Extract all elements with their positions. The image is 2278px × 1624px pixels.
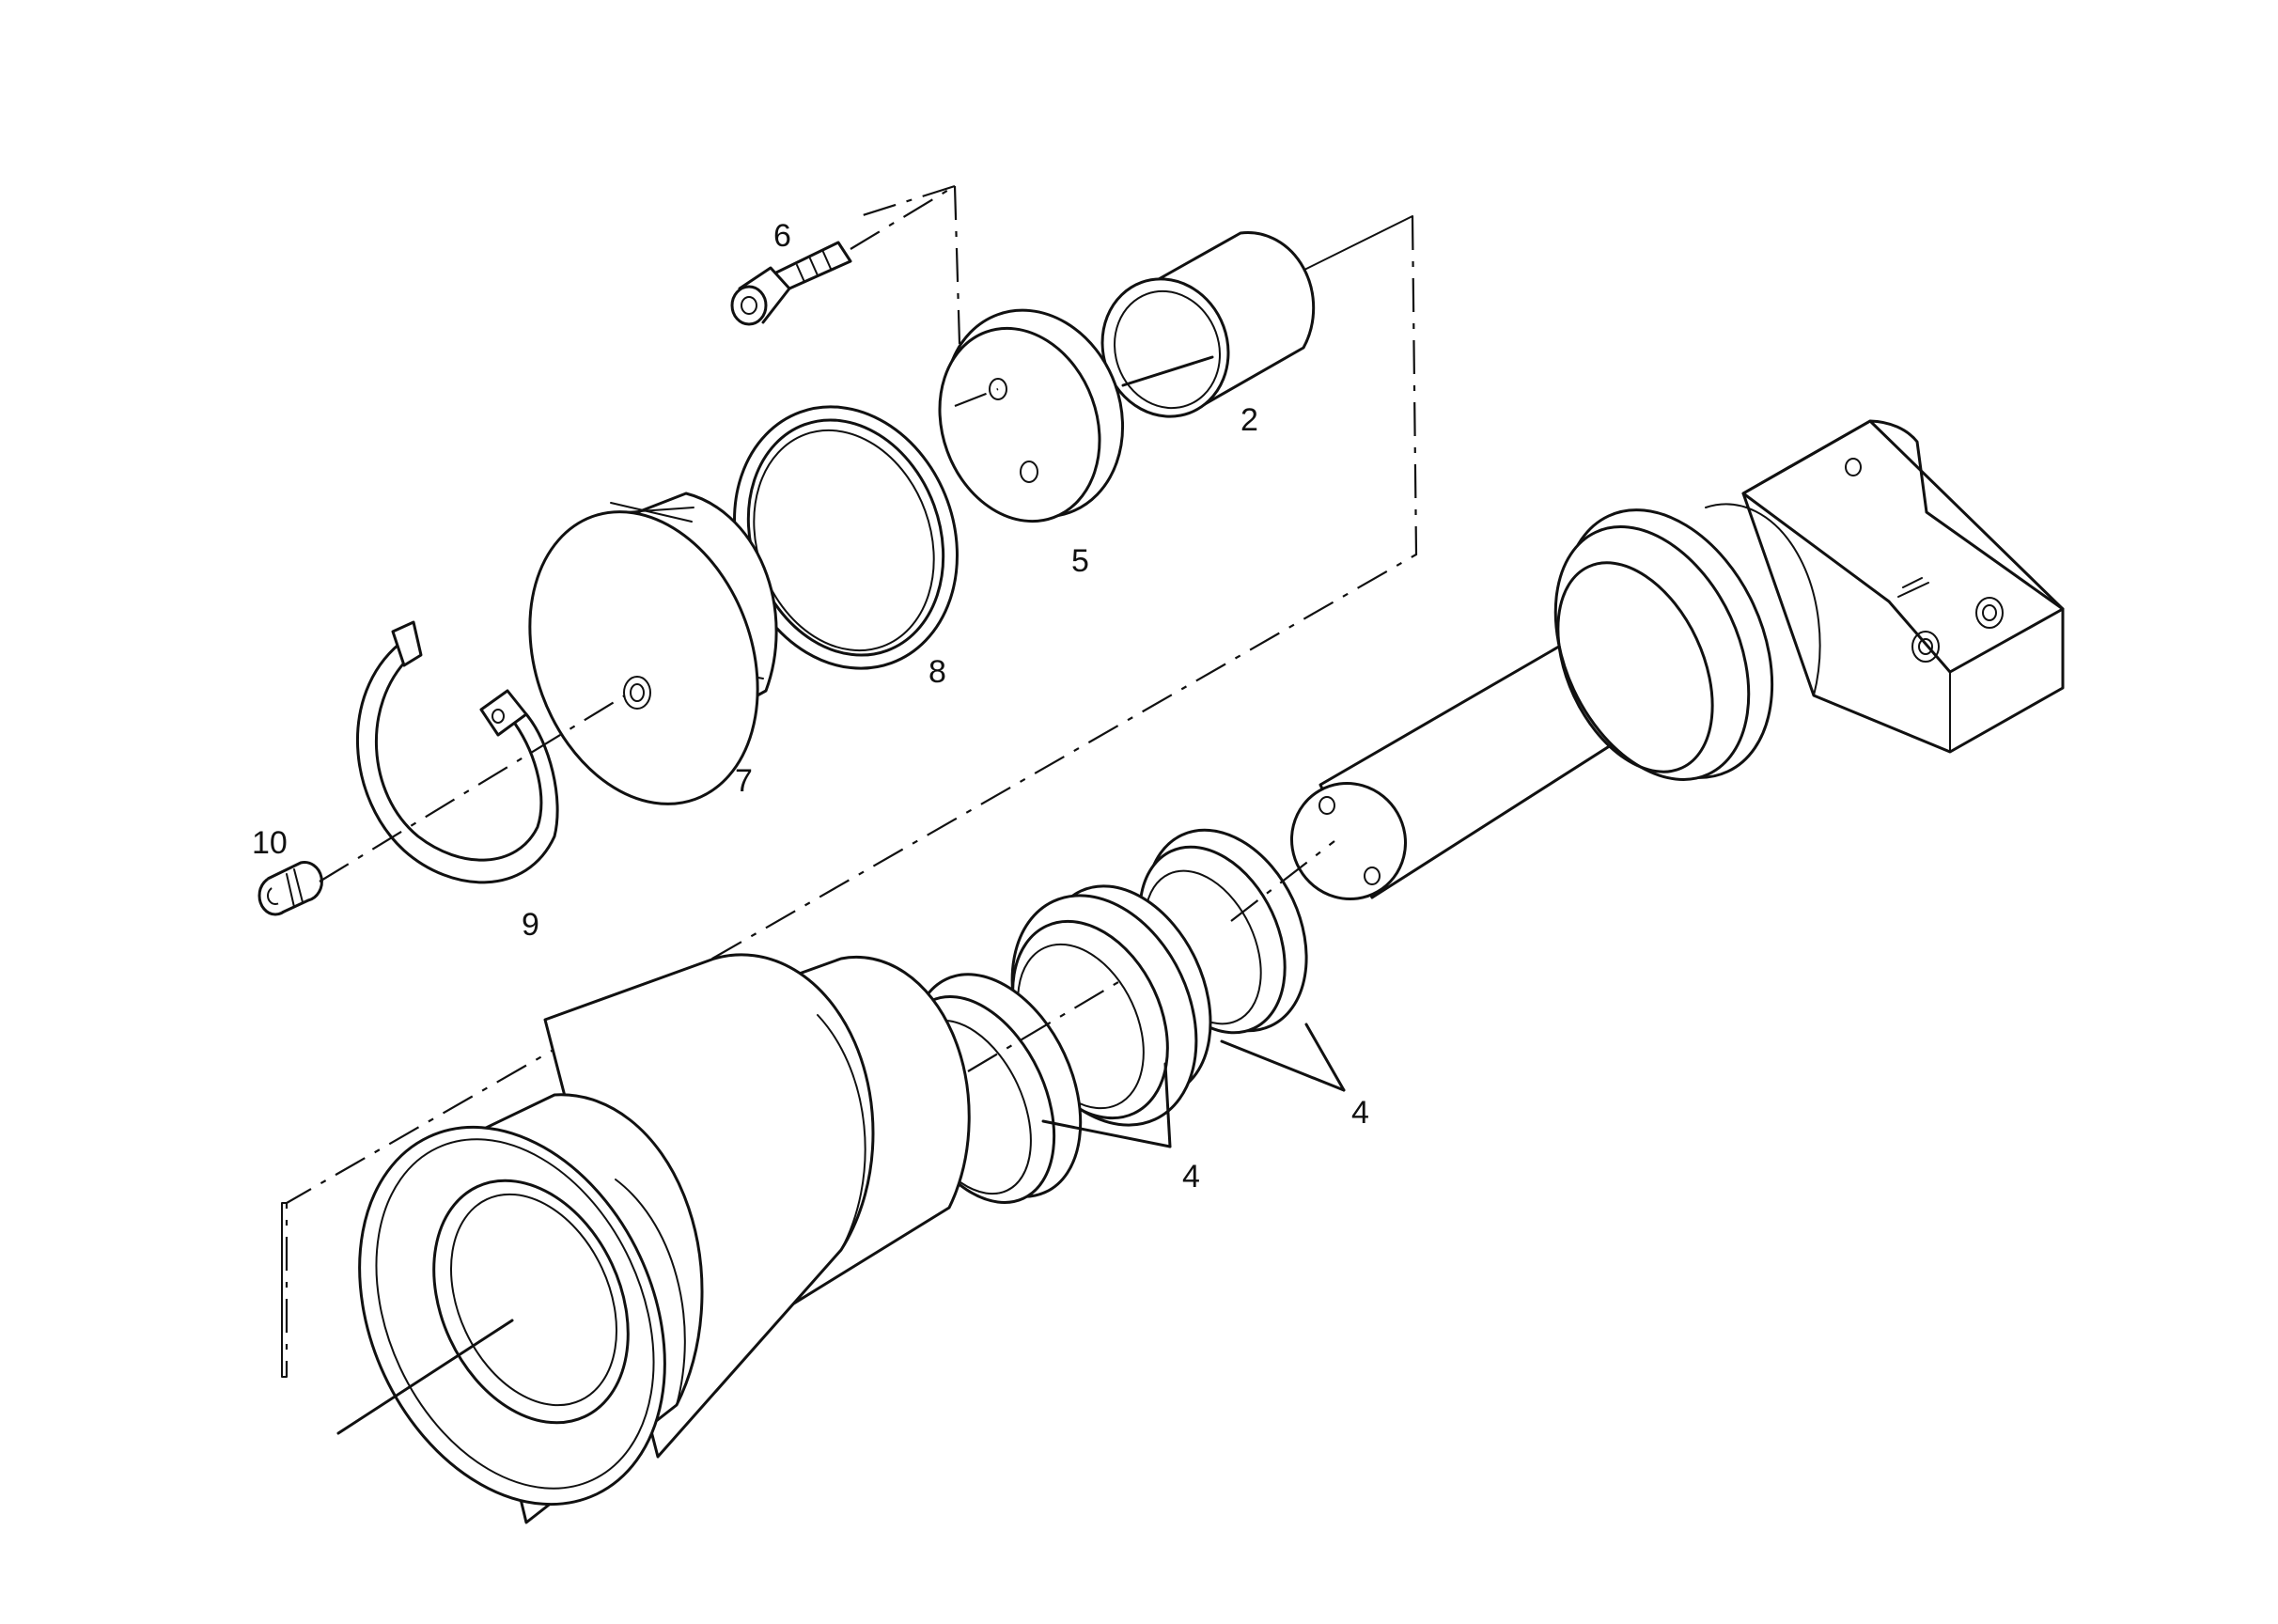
callout-10: 10 [252, 825, 288, 861]
callout-6: 6 [773, 218, 791, 254]
track-roller-body [336, 953, 971, 1524]
part-6-cap-screw [730, 185, 956, 326]
callout-4-left: 4 [1182, 1159, 1200, 1195]
assembly-frame [281, 184, 1418, 1378]
part-10-set-screw [257, 861, 323, 916]
callout-4-right: 4 [1351, 1095, 1369, 1131]
part-5-cover-washer [938, 308, 1125, 523]
shaft-with-bracket [1289, 419, 2065, 901]
part-7-end-cap [528, 492, 778, 805]
callout-2: 2 [1240, 402, 1258, 438]
axis-line-upper [319, 695, 626, 882]
callout-7: 7 [735, 763, 753, 799]
part-2-bushing [1100, 231, 1316, 418]
leader-lines-4 [1041, 1023, 1346, 1148]
part-9-circlip [355, 620, 559, 884]
callout-5: 5 [1071, 543, 1089, 579]
callout-9: 9 [522, 907, 539, 943]
callout-8: 8 [928, 654, 946, 690]
